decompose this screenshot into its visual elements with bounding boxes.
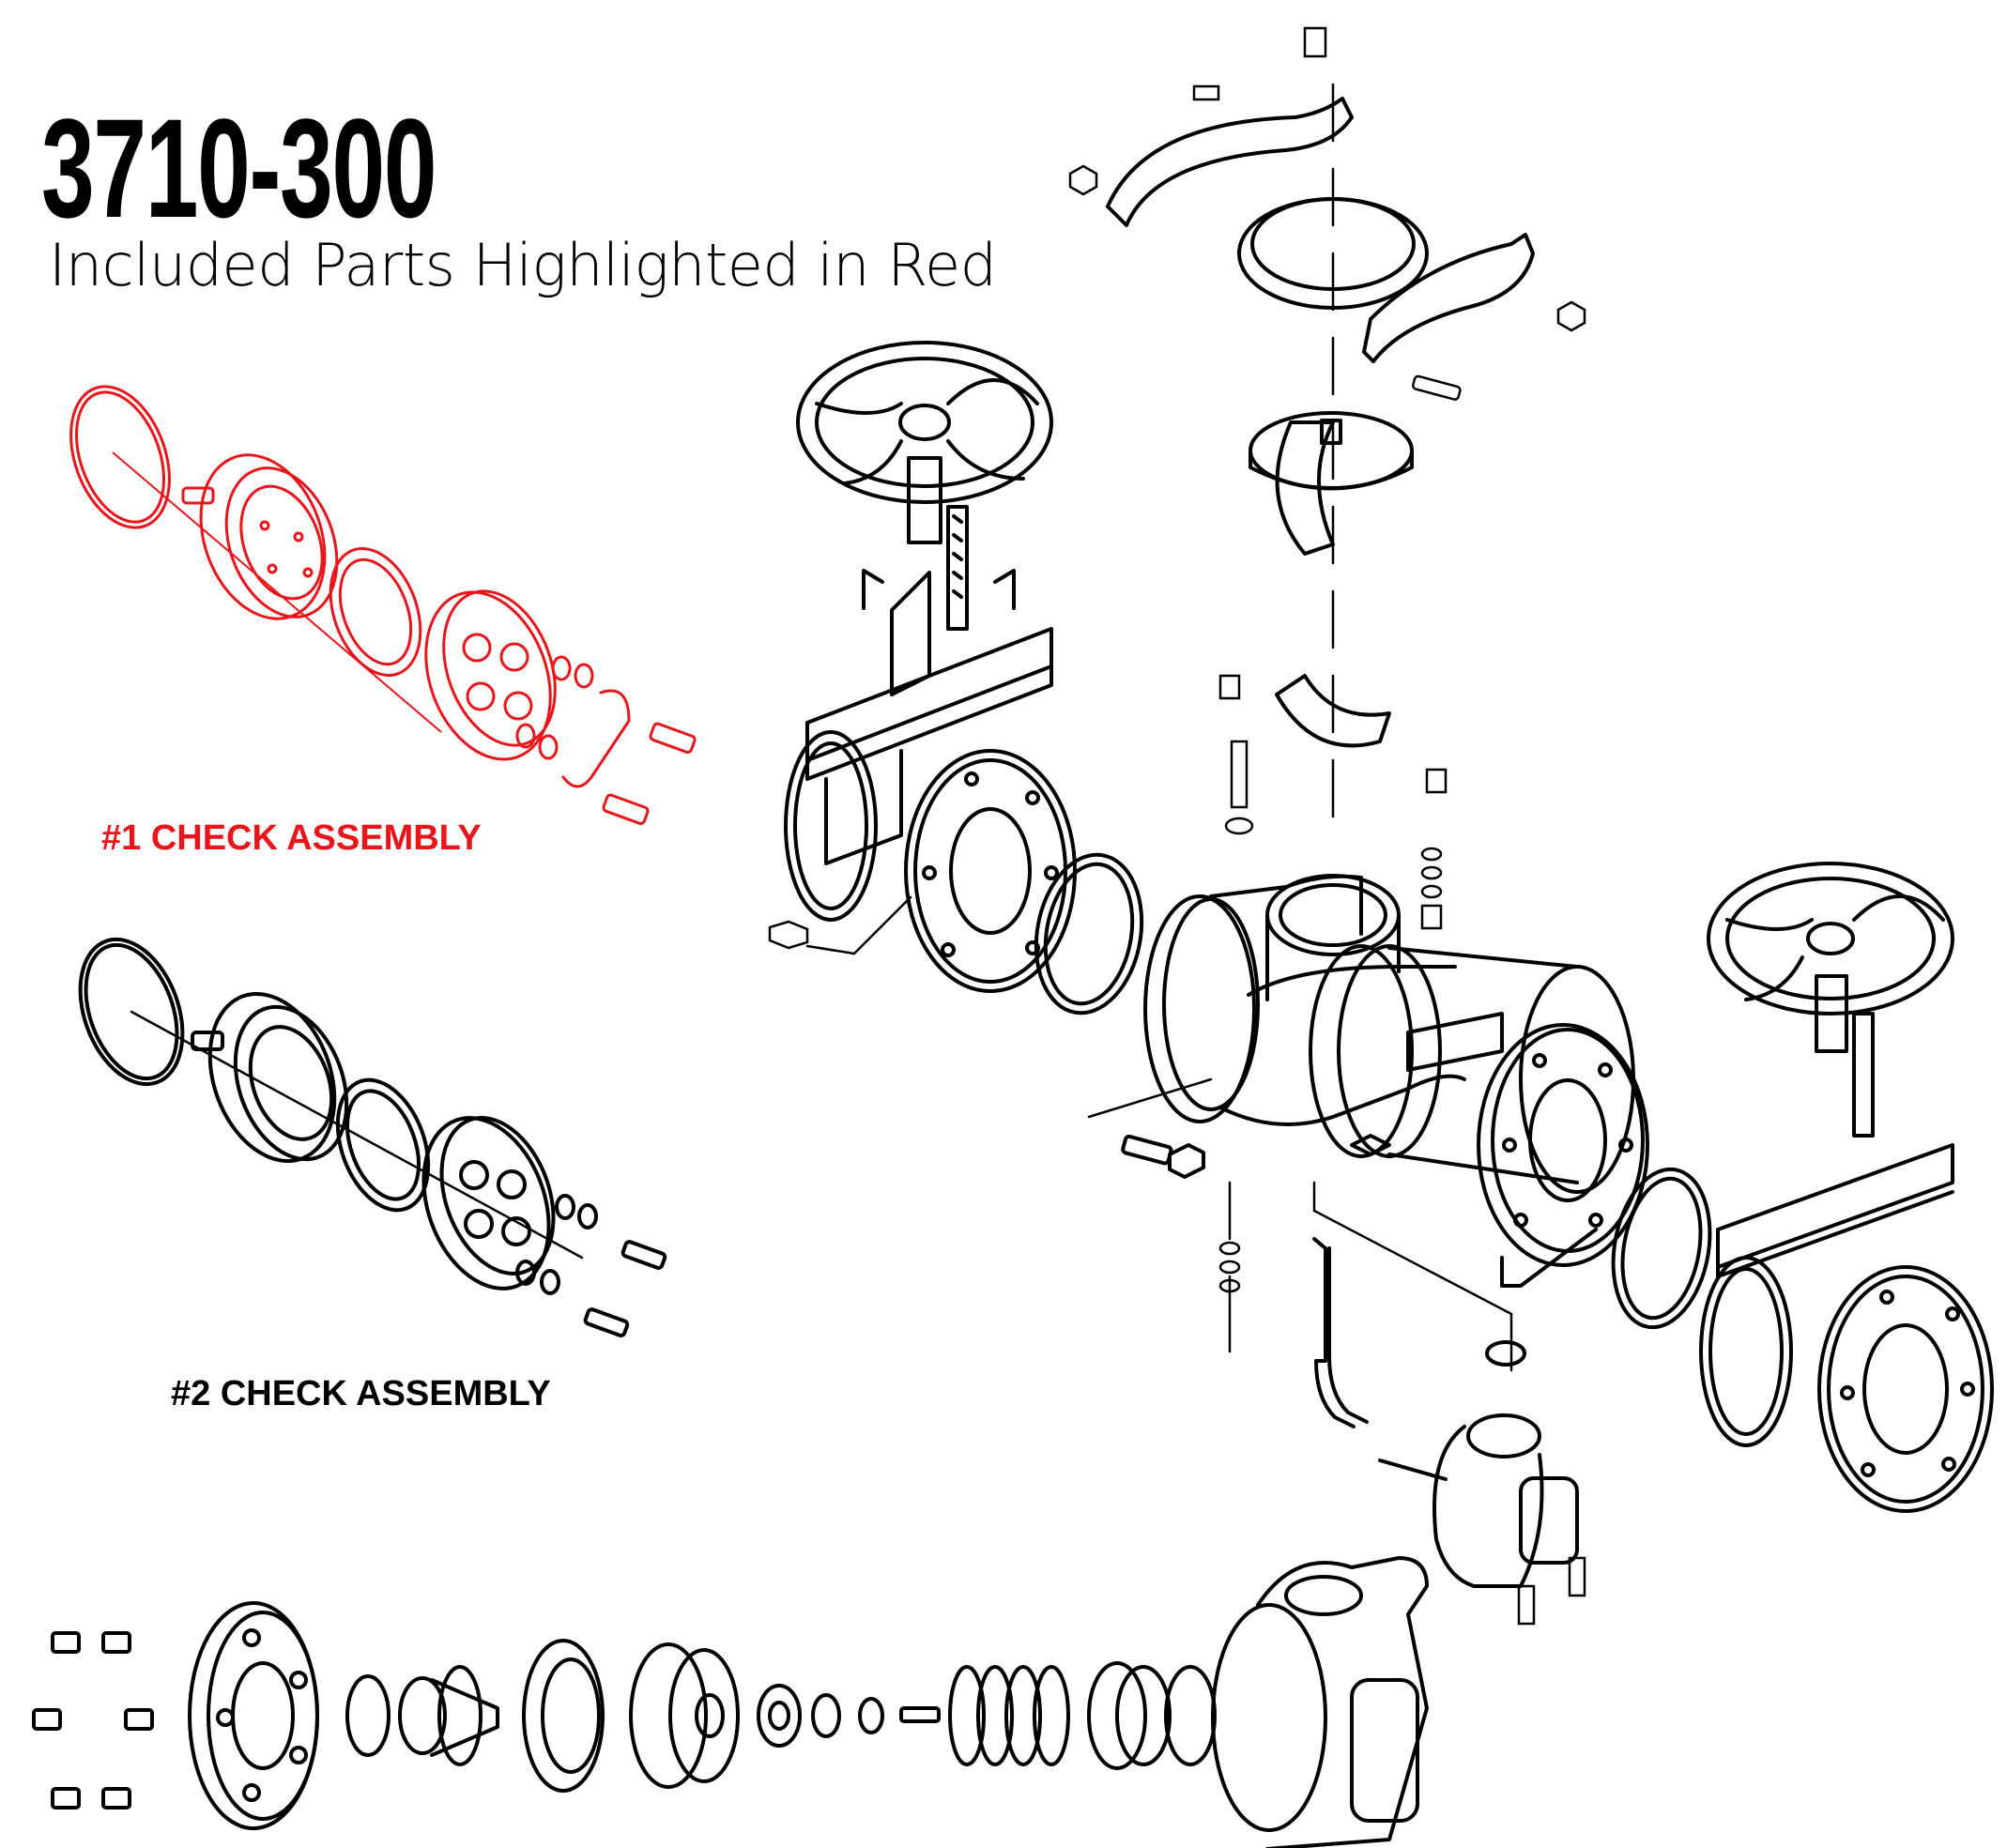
relief-valve-assembly	[1312, 1181, 1586, 1626]
washers-2	[515, 1194, 598, 1295]
o-ring-2	[78, 937, 185, 1087]
check-assembly-2-drawing	[78, 937, 667, 1337]
relief-spring	[948, 1665, 1070, 1766]
seat-ring-2	[335, 1077, 431, 1213]
bolts-2	[583, 1240, 667, 1337]
seat-insert	[1087, 1661, 1172, 1770]
piston	[629, 1642, 740, 1789]
snap-ring-upper	[1275, 420, 1335, 556]
check-assembly-1-label: #1 CHECK ASSEMBLY	[101, 818, 482, 858]
seals-and-washers	[757, 1684, 884, 1748]
relief-cover-flange	[188, 1601, 319, 1830]
right-gate-valve	[1699, 862, 1994, 1513]
axis-line-2	[130, 1010, 584, 1260]
body-bolt	[1087, 1077, 1213, 1179]
test-cock-top	[1303, 26, 1327, 58]
o-ring-1-inner	[74, 390, 166, 524]
check-assembly-2-label: #2 CHECK ASSEMBLY	[171, 1374, 551, 1413]
cover-bolts	[32, 1631, 154, 1810]
relief-valve-body	[1211, 1556, 1429, 1848]
top-cover-stack	[1068, 26, 1586, 828]
o-ring-1	[69, 385, 171, 529]
check-disc-holder-2	[191, 991, 349, 1164]
check-assembly-1-drawing	[69, 385, 697, 826]
check-disc-holder-1	[181, 453, 339, 620]
diaphragm-plate	[398, 1665, 499, 1766]
handwheel-right	[1707, 862, 1954, 1016]
relief-valve-exploded-row	[32, 1556, 1429, 1848]
relief-o-ring-b	[1164, 1665, 1217, 1766]
washers-1	[515, 655, 594, 760]
bolts-1	[602, 722, 697, 826]
test-cocks	[1218, 674, 1448, 1372]
snap-ring-lower	[1275, 674, 1391, 748]
relief-valve-cap	[1519, 1476, 1579, 1565]
clamp-half-top	[1106, 97, 1354, 227]
left-gate-valve	[768, 341, 1077, 993]
body-top-port	[1265, 874, 1401, 956]
check-module-2	[421, 1116, 556, 1291]
diaphragm	[522, 1639, 605, 1793]
part-number-title: 3710-300	[41, 89, 437, 247]
hex-nut-top	[1068, 164, 1098, 196]
subtitle: Included Parts Highlighted in Red	[49, 231, 997, 299]
check-module-1	[424, 589, 557, 761]
gasket-left	[1034, 852, 1144, 1016]
hex-nut-left	[768, 920, 809, 950]
main-valve-body	[1087, 874, 1649, 1288]
handwheel-left	[796, 341, 1053, 504]
flow-arrow	[1350, 1134, 1391, 1156]
relief-o-ring-a	[345, 1674, 391, 1757]
stem-bolt	[899, 1706, 941, 1723]
relief-o-ring	[1485, 1340, 1526, 1367]
bolt-top-left	[1192, 84, 1220, 101]
clamp-half-bottom	[1362, 233, 1535, 363]
spring-clip-1	[561, 689, 631, 788]
body-tab	[1406, 1012, 1504, 1072]
axis-line-1	[112, 451, 442, 733]
gasket-right	[1611, 1167, 1712, 1330]
seat-ring-1	[329, 547, 422, 677]
